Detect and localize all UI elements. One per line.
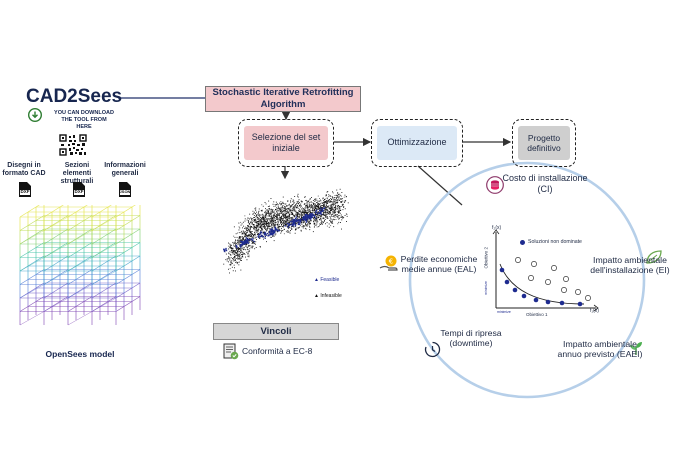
pareto-point [521, 293, 527, 299]
dominated-point [563, 276, 569, 282]
pareto-fy-label: f₂(x) [492, 225, 502, 231]
dominated-point [528, 275, 534, 281]
final-design-step-label: Progetto definitivo [518, 126, 570, 160]
dominated-point [551, 265, 557, 271]
input-label-cad: Disegni in formato CAD [2, 162, 46, 178]
infeasible-legend: ▲ Infeasible [314, 293, 342, 299]
objective-downtime: Tempi di ripresa (downtime) [440, 328, 502, 349]
dominated-point [515, 257, 521, 263]
pareto-chart: f₂(x) f₁(x) Soluzioni non dominate Obiet… [476, 224, 604, 322]
input-label-info: Informazioni generali [104, 162, 146, 178]
compliance-icon [223, 343, 239, 360]
objective-annual-losses: Perdite economiche medie annue (EAL) [400, 254, 478, 275]
clock-icon [424, 341, 441, 358]
json-file-icon: JSON [118, 181, 132, 198]
pareto-point [533, 297, 539, 303]
dominated-point [545, 279, 551, 285]
optimization-step-label: Ottimizzazione [377, 126, 457, 160]
pareto-point [559, 300, 565, 306]
pareto-fx-label: f₁(x) [590, 308, 599, 314]
objective-installation-cost: Costo di installazione (CI) [502, 173, 588, 194]
connector-optimization-objectives [417, 165, 463, 206]
objective-env-installation: Impatto ambientale dell'installazione (E… [590, 255, 670, 276]
pareto-minimize-x: minimize [497, 310, 511, 314]
download-icon[interactable] [27, 107, 43, 123]
final-design-step: Progetto definitivo [512, 119, 576, 167]
pareto-y-axis-label: Obiettivo 2 [483, 246, 489, 269]
opensees-frame-model [10, 201, 155, 345]
svg-text:€: € [389, 258, 393, 266]
leaf-icon [645, 249, 663, 265]
dominated-point [531, 261, 537, 267]
euro-hand-icon: € [379, 254, 401, 274]
constraint-item: Conformità a EC-8 [242, 346, 313, 356]
dxf-file-icon: DXF [18, 181, 32, 198]
qr-code[interactable] [59, 134, 87, 156]
input-label-sections: Sezioni elementi strutturali [60, 162, 94, 186]
pareto-legend: Soluzioni non dominate [520, 239, 582, 245]
selection-step: Selezione del set iniziale [238, 119, 334, 167]
cad2sees-title: CAD2Sees [26, 86, 123, 107]
algorithm-box: Stochastic Iterative Retrofitting Algori… [205, 86, 361, 112]
solution-scatter-plot [213, 180, 353, 310]
download-text: YOU CAN DOWNLOAD THE TOOL FROM HERE [54, 110, 114, 130]
feasible-legend: ▲ Feasible [314, 277, 340, 283]
pareto-minimize-y: minimize [483, 281, 488, 295]
selection-step-label: Selezione del set iniziale [244, 126, 328, 160]
dominated-point [561, 287, 567, 293]
dxf-file-icon: DXF [72, 181, 86, 198]
objective-env-annual: Impatto ambientale annuo previsto (EAEI) [557, 339, 643, 360]
pareto-point [499, 267, 505, 273]
pareto-point [577, 301, 583, 307]
pareto-point [545, 299, 551, 305]
optimization-step: Ottimizzazione [371, 119, 463, 167]
objectives-circle [408, 161, 646, 399]
dominated-point [575, 289, 581, 295]
pareto-legend-marker [520, 239, 525, 245]
dominated-point [585, 295, 591, 301]
pareto-legend-label: Soluzioni non dominate [528, 239, 582, 245]
pareto-point [512, 287, 518, 293]
pareto-x-axis-label: Obiettivo 1 [526, 312, 548, 317]
pareto-point [504, 279, 510, 285]
pareto-front-curve [499, 263, 585, 305]
plant-icon [628, 340, 644, 356]
constraints-header: Vincoli [213, 323, 339, 340]
model-caption: OpenSees model [45, 349, 115, 359]
coins-icon [486, 176, 504, 194]
